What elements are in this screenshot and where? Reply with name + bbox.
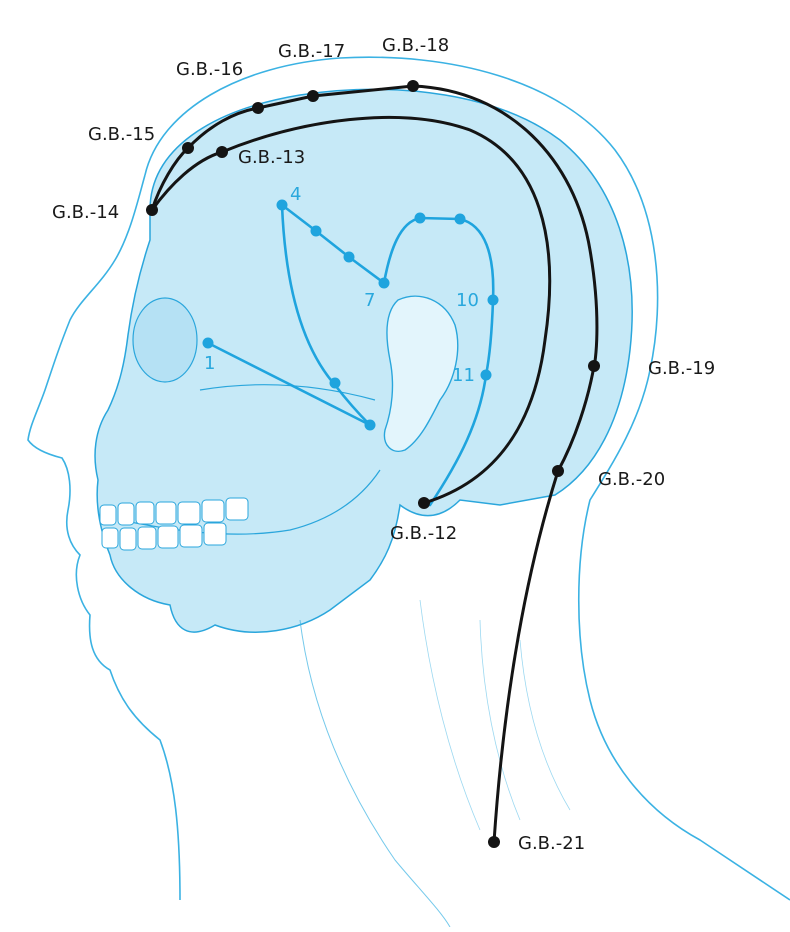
eye-socket — [132, 297, 198, 383]
teeth — [99, 497, 249, 551]
label-gb18: G.B.-18 — [382, 35, 449, 56]
label-gb16: G.B.-16 — [176, 59, 243, 80]
blue-line-1 — [206, 341, 372, 427]
black-dot-gb18 — [407, 80, 419, 92]
black-line-outer — [150, 84, 599, 844]
label-gb20: G.B.-20 — [598, 469, 665, 490]
label-p4: 4 — [290, 184, 301, 205]
ear-outline — [383, 295, 459, 452]
head-outline — [144, 56, 790, 901]
blue-dot-8 — [414, 212, 426, 224]
label-gb19: G.B.-19 — [648, 358, 715, 379]
black-dot-gb21 — [488, 836, 500, 848]
blue-dot-6 — [343, 251, 355, 263]
blue-dot-1 — [202, 337, 214, 349]
black-labels: G.B.-12 G.B.-13 G.B.-14 G.B.-15 G.B.-16 … — [52, 35, 715, 854]
blue-line-4-to-ear — [280, 203, 372, 427]
blue-dots — [202, 199, 499, 431]
black-dots — [146, 80, 600, 848]
blue-labels: 1 4 7 10 11 — [204, 184, 479, 386]
label-p11: 11 — [452, 365, 475, 386]
black-dot-gb14 — [146, 204, 158, 216]
black-dot-gb16 — [252, 102, 264, 114]
black-dot-gb17 — [307, 90, 319, 102]
blue-dot-11 — [480, 369, 492, 381]
label-p10: 10 — [456, 290, 479, 311]
black-dot-gb15 — [182, 142, 194, 154]
neck-front — [299, 619, 451, 928]
blue-dot-9 — [454, 213, 466, 225]
label-p7: 7 — [364, 290, 375, 311]
blue-dot-4 — [276, 199, 288, 211]
black-dot-gb19 — [588, 360, 600, 372]
black-dot-gb20 — [552, 465, 564, 477]
label-gb12: G.B.-12 — [390, 523, 457, 544]
label-gb14: G.B.-14 — [52, 202, 119, 223]
neck-shading — [419, 599, 571, 831]
label-gb17: G.B.-17 — [278, 41, 345, 62]
blue-dot-5 — [310, 225, 322, 237]
label-gb13: G.B.-13 — [238, 147, 305, 168]
label-p1: 1 — [204, 353, 215, 374]
blue-dot-3 — [364, 419, 376, 431]
blue-dot-10 — [487, 294, 499, 306]
face-outline — [27, 174, 181, 901]
blue-dot-7 — [378, 277, 390, 289]
black-dot-gb12 — [418, 497, 430, 509]
blue-line-4-to-7 — [280, 203, 386, 285]
label-gb15: G.B.-15 — [88, 124, 155, 145]
label-gb21: G.B.-21 — [518, 833, 585, 854]
blue-dot-2 — [329, 377, 341, 389]
black-dot-gb13 — [216, 146, 228, 158]
